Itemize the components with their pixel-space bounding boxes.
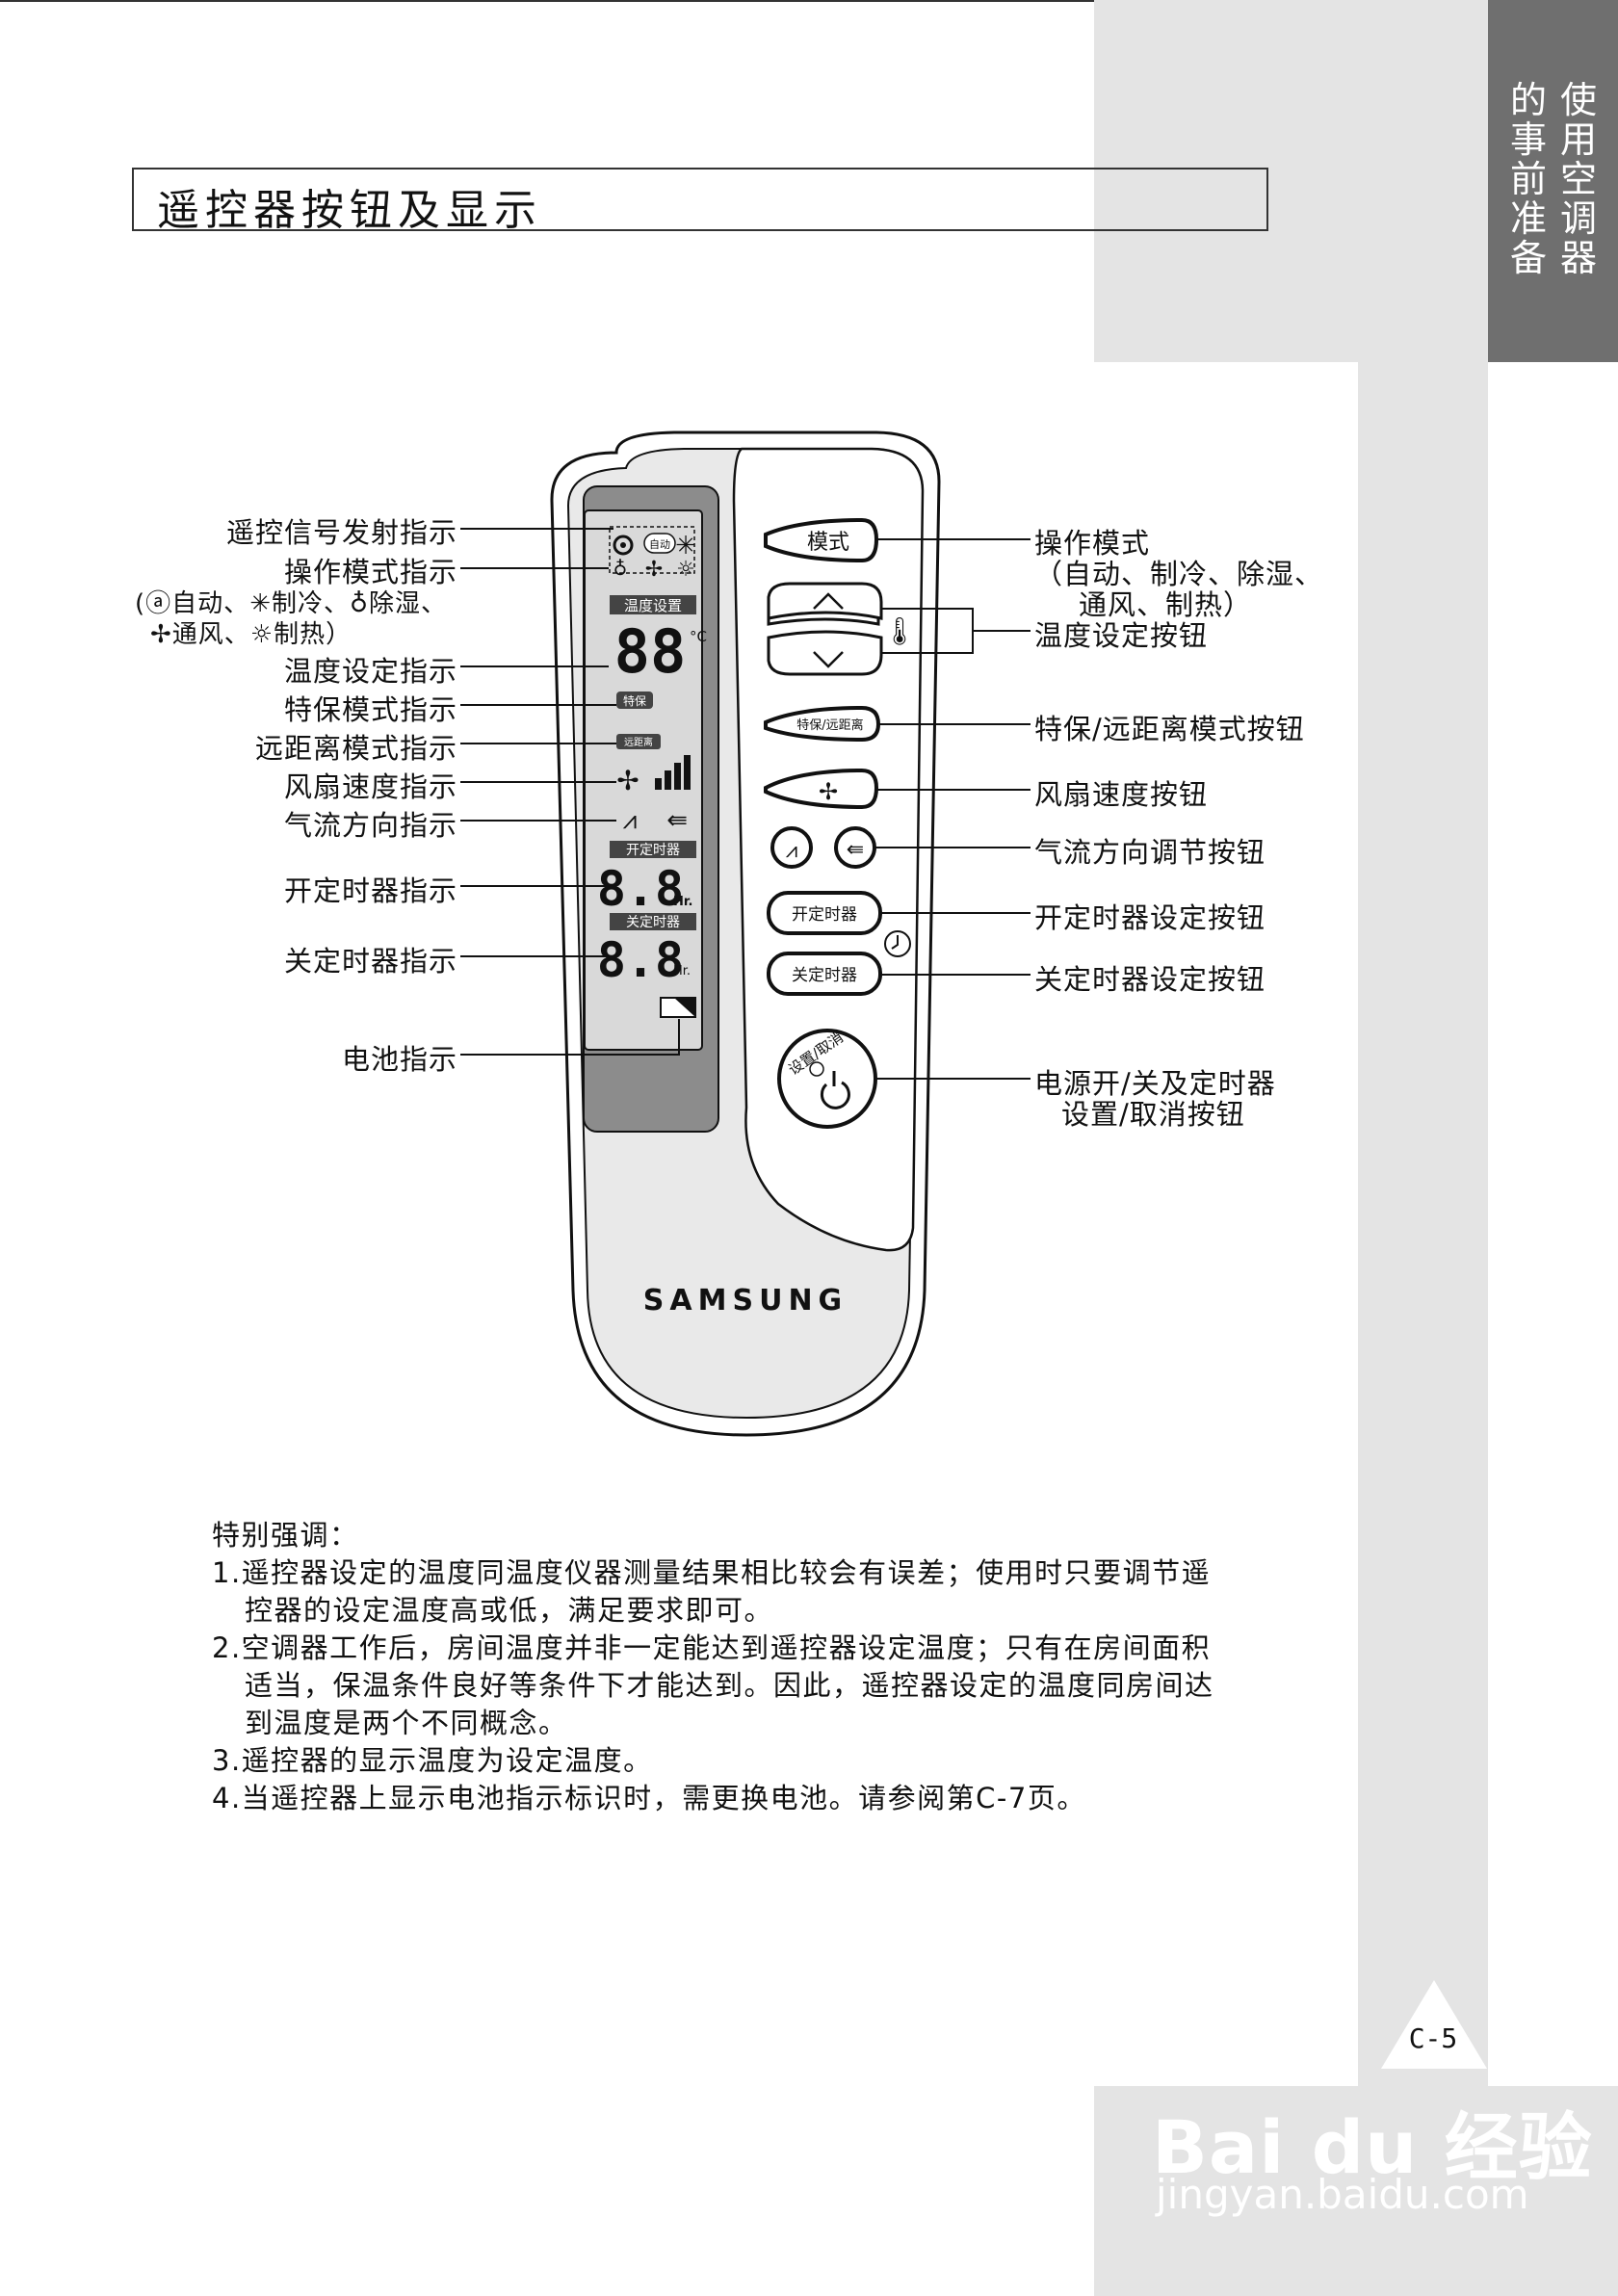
top-rule: [0, 0, 1478, 2]
watermark-logo: Bai du 经验: [1152, 2104, 1593, 2190]
lcd-special-badge: 特保: [623, 693, 646, 708]
lcd-auto-badge: 自动: [649, 538, 670, 551]
note-1b: 控器的设定温度高或低，满足要求即可。: [245, 1594, 774, 1627]
svg-text:♁: ♁: [613, 557, 628, 580]
button-panel: [732, 447, 925, 1252]
fan-mode-icon: ✢: [150, 620, 172, 649]
label-mode-detail-1: (ⓐ自动、✳制冷、♁除湿、: [135, 589, 448, 618]
label-on-timer-indicator: 开定时器指示: [283, 874, 457, 907]
watermark-url: jingyan.baidu.com: [1156, 2171, 1529, 2218]
svg-text:✳: ✳: [675, 532, 696, 561]
brand-logo: SAMSUNG: [643, 1284, 848, 1318]
temp-down-button: [767, 630, 883, 676]
chapter-tab[interactable]: 使用空调器 的事前准备: [1488, 0, 1618, 362]
svg-text:⇚: ⇚: [666, 806, 688, 835]
note-2c: 到温度是两个不同概念。: [245, 1707, 568, 1739]
remote-illustration: 自动 ✳ ♁ ✢ ☼ 温度设置 88 °C 特保 远距离 ✢ ⩘ ⇚ 开定时器 …: [460, 430, 1031, 1437]
svg-text:✢: ✢: [819, 778, 838, 805]
lcd-temp-unit: °C: [690, 628, 707, 645]
page-title: 遥控器按钮及显示: [157, 186, 542, 235]
svg-text:⩘: ⩘: [623, 806, 638, 835]
label-temp-button: 温度设定按钮: [1034, 619, 1209, 652]
label-signal: 遥控信号发射指示: [225, 516, 457, 549]
label-battery-indicator: 电池指示: [341, 1043, 457, 1076]
svg-text:⇚: ⇚: [847, 838, 864, 862]
right-leader-lines: [874, 538, 1031, 1080]
page-number-triangle: [1381, 1980, 1487, 2069]
note-3: 3.遥控器的显示温度为设定温度。: [212, 1744, 653, 1777]
auto-mode-icon: ⓐ: [145, 589, 172, 618]
label-mode-button-detail-2: 通风、制热）: [1079, 588, 1253, 621]
page-number: C-5: [1408, 2022, 1458, 2054]
tab-line-1: 使用空调器: [1559, 79, 1597, 279]
margin-band-side: [1358, 362, 1488, 2086]
lcd-on-timer-header: 开定时器: [626, 843, 680, 858]
label-airflow-indicator: 气流方向指示: [283, 809, 457, 842]
thermometer-icon: 🌡: [882, 615, 917, 647]
svg-text:☼: ☼: [676, 558, 695, 582]
label-mode-button-detail-1: （自动、制冷、除湿、: [1034, 558, 1324, 590]
margin-band-top: [1094, 0, 1488, 362]
label-off-timer-indicator: 关定时器指示: [283, 945, 457, 978]
lcd-off-timer-header: 关定时器: [626, 915, 680, 930]
note-2a: 2.空调器工作后，房间温度并非一定能达到遥控器设定温度；只有在房间面积: [212, 1631, 1212, 1664]
notes-heading: 特别强调：: [212, 1519, 359, 1552]
label-mode-button: 操作模式: [1034, 527, 1151, 560]
off-timer-button-label: 关定时器: [792, 966, 857, 985]
lcd-off-timer-unit: Hr.: [673, 964, 691, 978]
airflow-vertical-button: [770, 826, 813, 869]
mode-button-label: 模式: [807, 531, 849, 555]
label-airflow-button: 气流方向调节按钮: [1034, 836, 1266, 869]
lcd-off-timer-digits: 8.8: [597, 932, 684, 988]
margin-band-bottom: [1094, 2086, 1618, 2296]
lcd-on-timer-unit: Hr.: [673, 895, 692, 909]
dry-mode-icon: ♁: [350, 589, 370, 618]
label-special-button: 特保/远距离模式按钮: [1034, 713, 1305, 745]
label-temp-indicator: 温度设定指示: [283, 655, 457, 688]
on-timer-button-label: 开定时器: [792, 905, 857, 925]
open-paren-icon: (: [135, 589, 146, 618]
heat-mode-icon: ☼: [249, 620, 274, 649]
svg-text:⩘: ⩘: [786, 839, 797, 863]
svg-text:✢: ✢: [616, 765, 639, 796]
label-mode-indicator: 操作模式指示: [283, 556, 457, 588]
fan-button: [764, 768, 879, 810]
note-4: 4.当遥控器上显示电池指示标识时，需更换电池。请参阅第C-7页。: [212, 1782, 1086, 1814]
lcd-temp-header: 温度设置: [624, 597, 682, 614]
lcd-long-range-badge: 远距离: [624, 736, 653, 748]
label-fan-indicator: 风扇速度指示: [283, 770, 457, 803]
svg-text:✢: ✢: [645, 558, 663, 582]
label-fan-button: 风扇速度按钮: [1034, 778, 1209, 811]
note-2b: 适当，保温条件良好等条件下才能达到。因此，遥控器设定的温度同房间达: [245, 1669, 1214, 1702]
special-button-label: 特保/远距离: [796, 718, 863, 733]
temp-up-button-shape: [767, 582, 883, 620]
note-1a: 1.遥控器设定的温度同温度仪器测量结果相比较会有误差；使用时只要调节遥: [212, 1556, 1212, 1589]
lcd-on-timer-digits: 8.8: [597, 861, 684, 917]
notes-section: 特别强调： 1.遥控器设定的温度同温度仪器测量结果相比较会有误差；使用时只要调节…: [212, 1517, 1387, 1817]
label-on-timer-button: 开定时器设定按钮: [1034, 901, 1266, 934]
label-mode-detail-2: ✢通风、☼制热）: [150, 620, 352, 649]
label-power-button-2: 设置/取消按钮: [1061, 1098, 1245, 1131]
tab-line-2: 的事前准备: [1509, 79, 1547, 279]
lcd-temp-digits: 88: [614, 616, 687, 687]
left-leader-lines: [460, 528, 680, 1056]
label-special-indicator: 特保模式指示: [283, 693, 457, 726]
cool-mode-icon: ✳: [249, 589, 272, 618]
page-title-box: 遥控器按钮及显示: [132, 168, 1268, 235]
label-long-range-indicator: 远距离模式指示: [254, 732, 457, 765]
label-power-button-1: 电源开/关及定时器: [1034, 1067, 1276, 1100]
label-off-timer-button: 关定时器设定按钮: [1034, 963, 1266, 996]
